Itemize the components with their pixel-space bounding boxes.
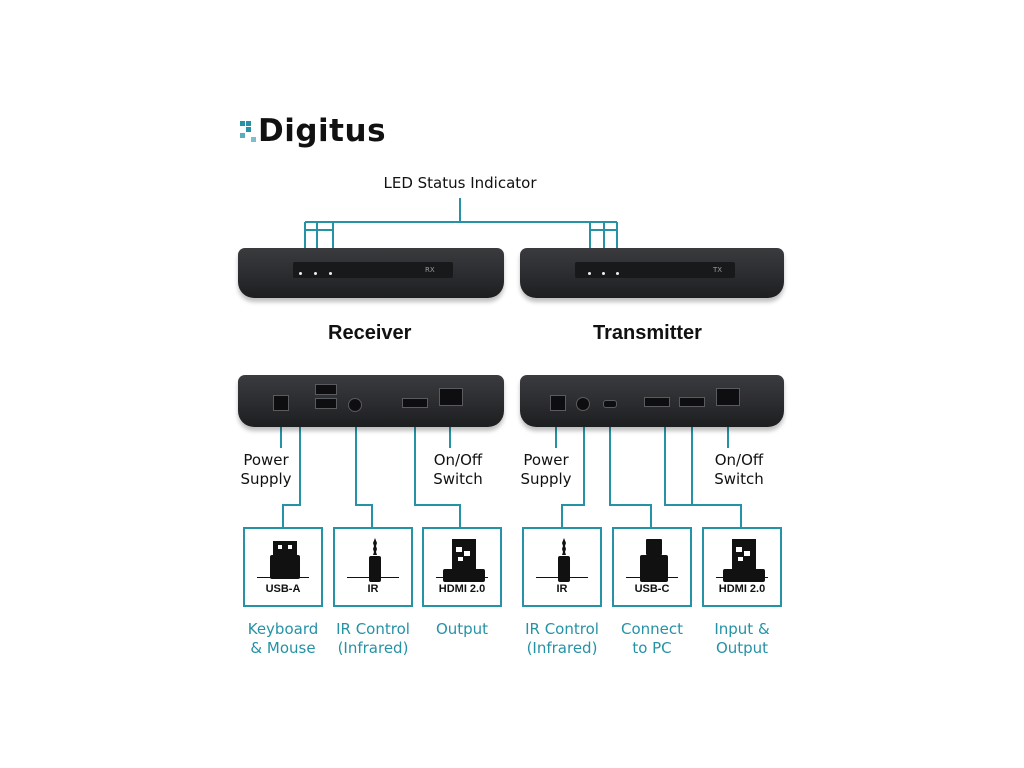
hdmi-icon <box>723 539 765 582</box>
tx-usb-c-card: USB-C <box>612 527 692 607</box>
rx-ir-card: IR <box>333 527 413 607</box>
receiver-front-panel: RX <box>293 262 453 278</box>
usb-a-icon <box>270 541 300 579</box>
tx-power-label: Power Supply <box>520 451 572 488</box>
led-status-title: LED Status Indicator <box>383 174 537 192</box>
tx-usb-c-label: USB-C <box>634 583 670 595</box>
tx-ir-description: IR Control (Infrared) <box>525 620 599 657</box>
rx-led-2 <box>314 272 317 275</box>
audio-jack-icon <box>369 538 381 582</box>
rx-hdmi-line <box>414 405 461 527</box>
rx-ir-label: IR <box>367 583 379 595</box>
receiver-back-device <box>238 375 504 427</box>
rx-hdmi-description: Output <box>435 620 489 638</box>
tx-power-port <box>550 395 566 411</box>
logo-pixel-icon <box>240 120 256 143</box>
tx-ir-line <box>561 410 585 527</box>
rx-ir-line <box>355 410 373 527</box>
rx-ir-port <box>348 398 362 412</box>
rx-switch-label: On/Off Switch <box>433 451 483 488</box>
tx-hdmi-card: HDMI 2.0 <box>702 527 782 607</box>
rx-usb-a-description: Keyboard & Mouse <box>247 620 319 657</box>
rx-hdmi-card: HDMI 2.0 <box>422 527 502 607</box>
tx-led-3 <box>616 272 619 275</box>
brand-name: Digitus <box>258 113 387 149</box>
receiver-front-device: RX <box>238 248 504 298</box>
rx-panel-label: RX <box>425 266 435 274</box>
tx-led-2 <box>602 272 605 275</box>
rx-power-port <box>273 395 289 411</box>
tx-led-1 <box>588 272 591 275</box>
brand-logo: Digitus <box>240 116 386 147</box>
led-line-trunk <box>305 198 617 223</box>
rx-onoff-switch <box>439 388 463 406</box>
rx-usb-a-card: USB-A <box>243 527 323 607</box>
rx-led-1 <box>299 272 302 275</box>
transmitter-front-panel: TX <box>575 262 735 278</box>
led-line-tx <box>589 222 618 262</box>
tx-hdmi-port-1 <box>644 397 670 407</box>
tx-ir-label: IR <box>556 583 568 595</box>
transmitter-back-device <box>520 375 784 427</box>
tx-onoff-switch <box>716 388 740 406</box>
tx-hdmi-label: HDMI 2.0 <box>718 583 766 595</box>
usb-c-icon <box>640 539 668 582</box>
rx-usb-a-label: USB-A <box>265 583 301 595</box>
audio-jack-icon <box>558 538 570 582</box>
tx-usb-c-description: Connect to PC <box>620 620 684 657</box>
rx-ir-description: IR Control (Infrared) <box>336 620 410 657</box>
transmitter-front-device: TX <box>520 248 784 298</box>
tx-hdmi-description: Input & Output <box>714 620 770 657</box>
rx-usb-port-1 <box>315 384 337 395</box>
rx-usb-port-2 <box>315 398 337 409</box>
tx-ir-port <box>576 397 590 411</box>
tx-hdmi-port-2 <box>679 397 705 407</box>
tx-usbc-port <box>603 400 617 408</box>
tx-ir-card: IR <box>522 527 602 607</box>
tx-switch-label: On/Off Switch <box>714 451 764 488</box>
transmitter-title: Transmitter <box>593 322 702 344</box>
receiver-title: Receiver <box>328 322 412 344</box>
rx-hdmi-label: HDMI 2.0 <box>438 583 486 595</box>
hdmi-icon <box>443 539 485 582</box>
rx-power-label: Power Supply <box>240 451 292 488</box>
rx-led-3 <box>329 272 332 275</box>
tx-panel-label: TX <box>713 266 723 274</box>
led-line-rx <box>304 222 334 262</box>
tx-usbc-line <box>609 405 652 527</box>
rx-hdmi-port <box>402 398 428 408</box>
